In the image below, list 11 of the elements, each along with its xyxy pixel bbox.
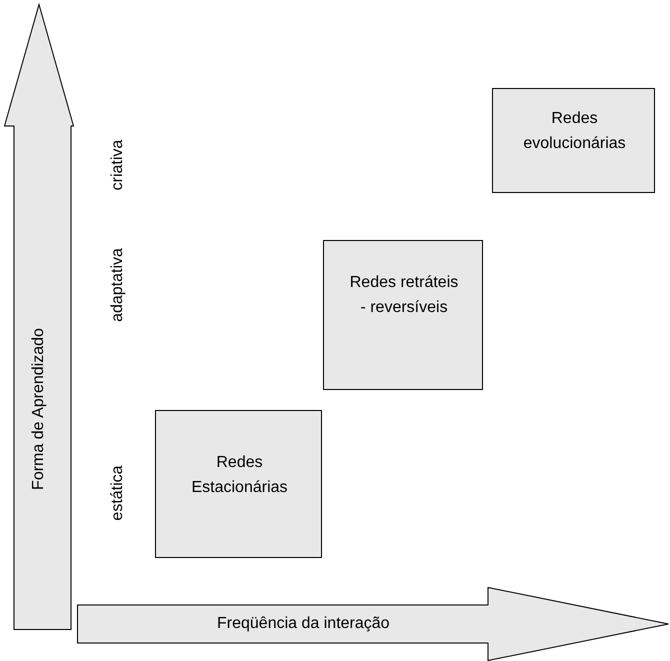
process-box [155, 410, 322, 558]
process-box [492, 88, 655, 193]
level-label: adaptativa [109, 248, 127, 322]
axis-title: Forma de Aprendizado [30, 328, 48, 490]
process-box [323, 240, 483, 390]
node-label: Redes retráteis - reversíveis [349, 273, 459, 318]
axis-title: Freqüência da interação [217, 615, 390, 633]
node-label: Redes Estacionárias [190, 453, 289, 498]
node-label: Redes evolucionárias [522, 109, 627, 154]
level-label: estática [109, 465, 127, 521]
level-label: criativa [109, 140, 127, 190]
